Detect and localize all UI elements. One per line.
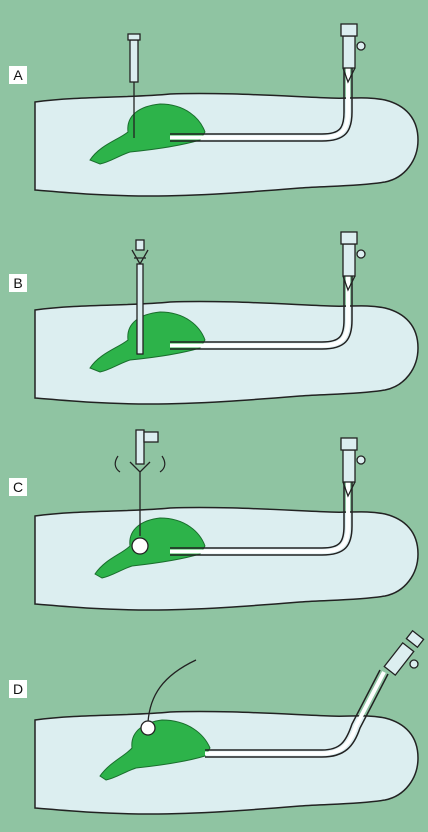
panel-c: C bbox=[0, 416, 428, 624]
panel-d: D bbox=[0, 624, 428, 832]
panel-c-drawing bbox=[0, 416, 428, 624]
panel-a-drawing bbox=[0, 0, 428, 208]
endoscope-icon bbox=[384, 631, 423, 675]
panel-d-drawing bbox=[0, 624, 428, 832]
panel-b: B bbox=[0, 208, 428, 416]
endoscope-icon bbox=[341, 232, 365, 290]
balloon-icon bbox=[141, 721, 155, 735]
panel-b-drawing bbox=[0, 208, 428, 416]
balloon-icon bbox=[132, 538, 148, 554]
patient-body-outline bbox=[35, 93, 418, 196]
endoscope-icon bbox=[341, 438, 365, 496]
patient-body-outline bbox=[35, 507, 418, 610]
endoscope-icon bbox=[341, 24, 365, 82]
patient-body-outline bbox=[35, 301, 418, 404]
panel-a: A bbox=[0, 0, 428, 208]
